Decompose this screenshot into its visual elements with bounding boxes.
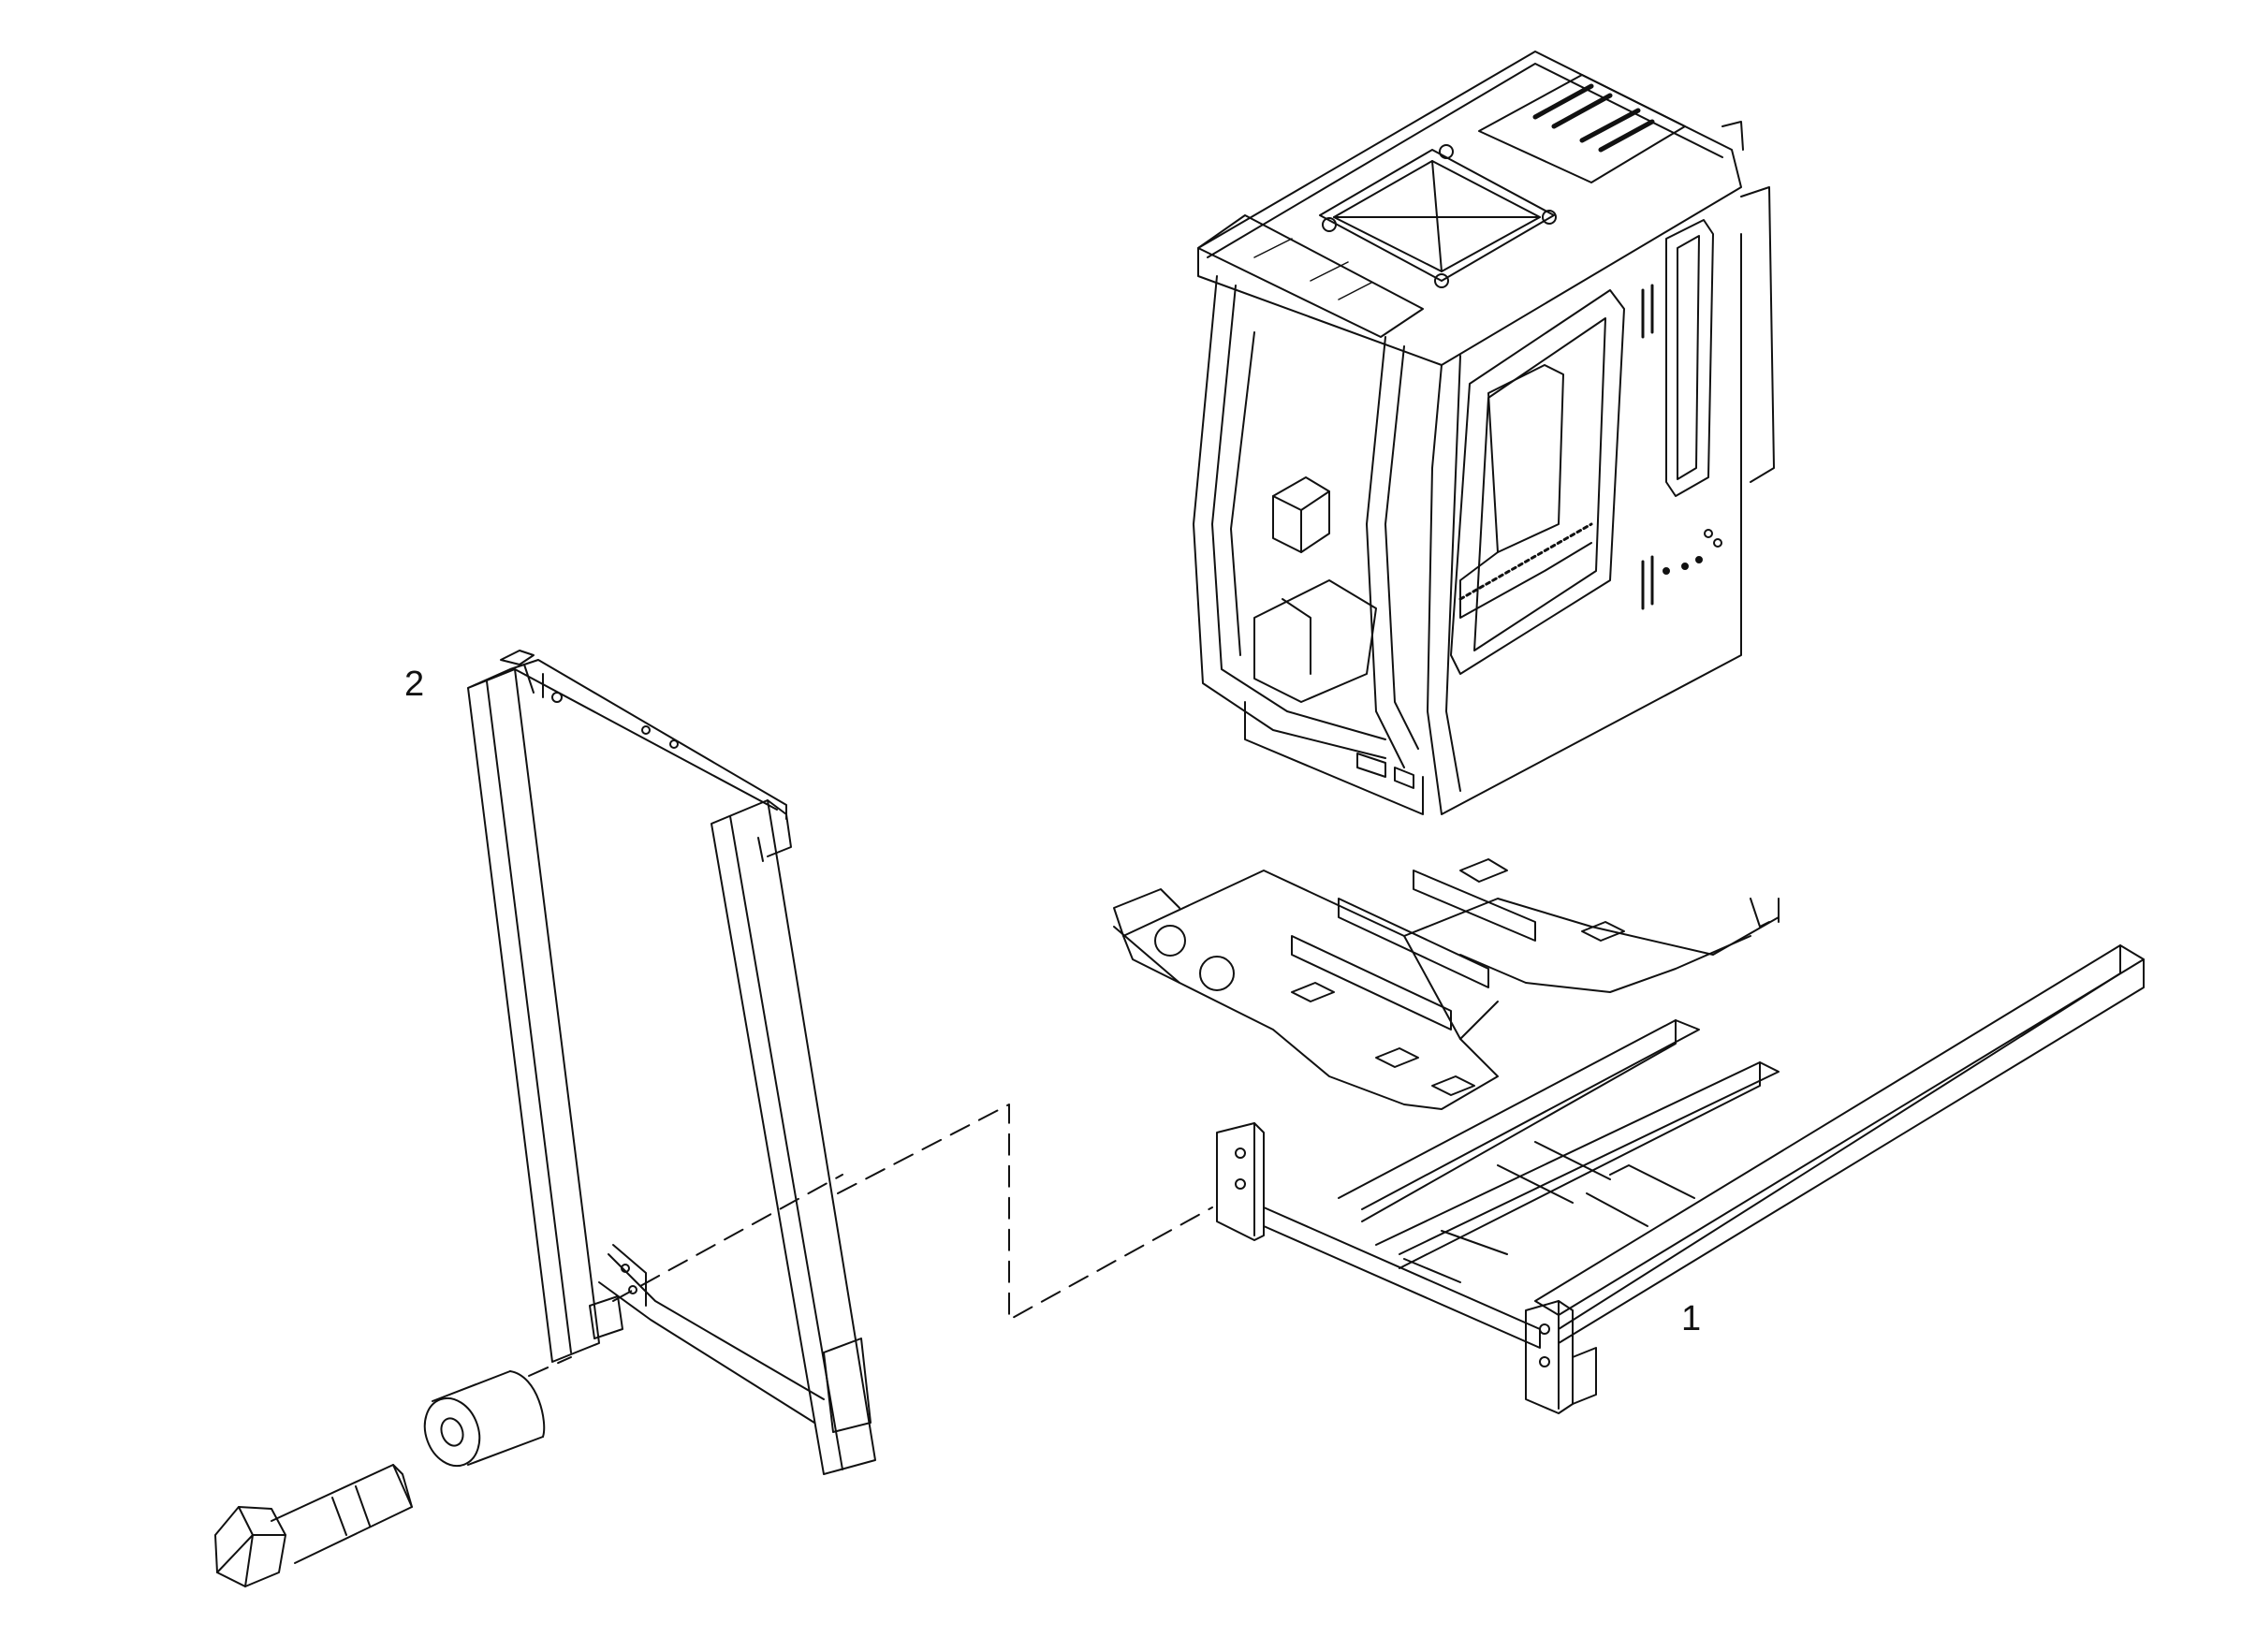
u-frame-part-2 <box>468 651 875 1474</box>
callout-label-1: 1 <box>1681 1299 1702 1338</box>
operator-cab <box>1194 51 1774 814</box>
callout-label-2: 2 <box>404 665 425 704</box>
cab-mounting-base <box>1114 859 1779 1109</box>
spacer-bushing <box>416 1371 544 1473</box>
frame-assembly-part-1 <box>1217 945 2144 1413</box>
alignment-lines <box>529 1104 1212 1376</box>
hex-bolt <box>215 1465 412 1586</box>
